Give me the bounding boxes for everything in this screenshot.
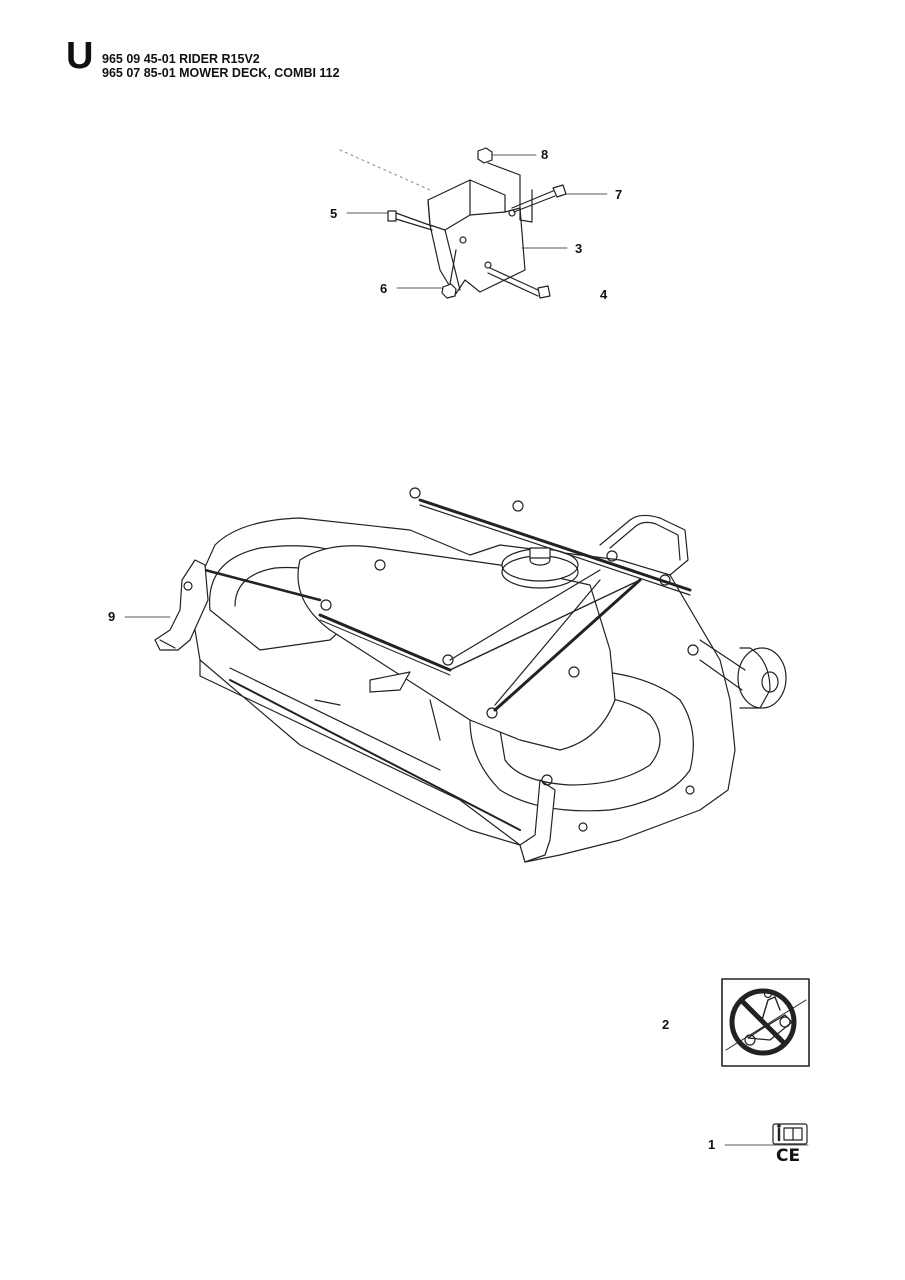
bracket-assembly	[339, 147, 567, 299]
header-titles: 965 09 45-01 RIDER R15V2 965 07 85-01 MO…	[102, 52, 340, 80]
section-letter: U	[66, 35, 94, 77]
callout-3: 3	[575, 241, 583, 256]
callout-4: 4	[600, 287, 608, 302]
bolt-5	[387, 210, 433, 231]
header-line-2: 965 07 85-01 MOWER DECK, COMBI 112	[102, 66, 340, 80]
callout-9: 9	[108, 609, 116, 624]
callout-7: 7	[615, 187, 623, 202]
callout-2: 2	[662, 1017, 670, 1032]
gauge-wheel	[699, 639, 787, 709]
bolt-4	[487, 267, 551, 299]
callout-5: 5	[330, 206, 338, 221]
callout-8: 8	[541, 147, 549, 162]
front-hanger-9	[154, 559, 209, 651]
callout-1: 1	[708, 1137, 716, 1152]
operator-manual-icon	[772, 1123, 808, 1145]
no-riding-on-slope-icon	[721, 978, 810, 1067]
nut-6	[441, 249, 457, 299]
mower-deck	[154, 487, 787, 863]
header-line-1: 965 09 45-01 RIDER R15V2	[102, 52, 260, 66]
ce-mark: CE	[776, 1146, 801, 1166]
callout-6: 6	[380, 281, 388, 296]
nut-8	[477, 147, 533, 223]
